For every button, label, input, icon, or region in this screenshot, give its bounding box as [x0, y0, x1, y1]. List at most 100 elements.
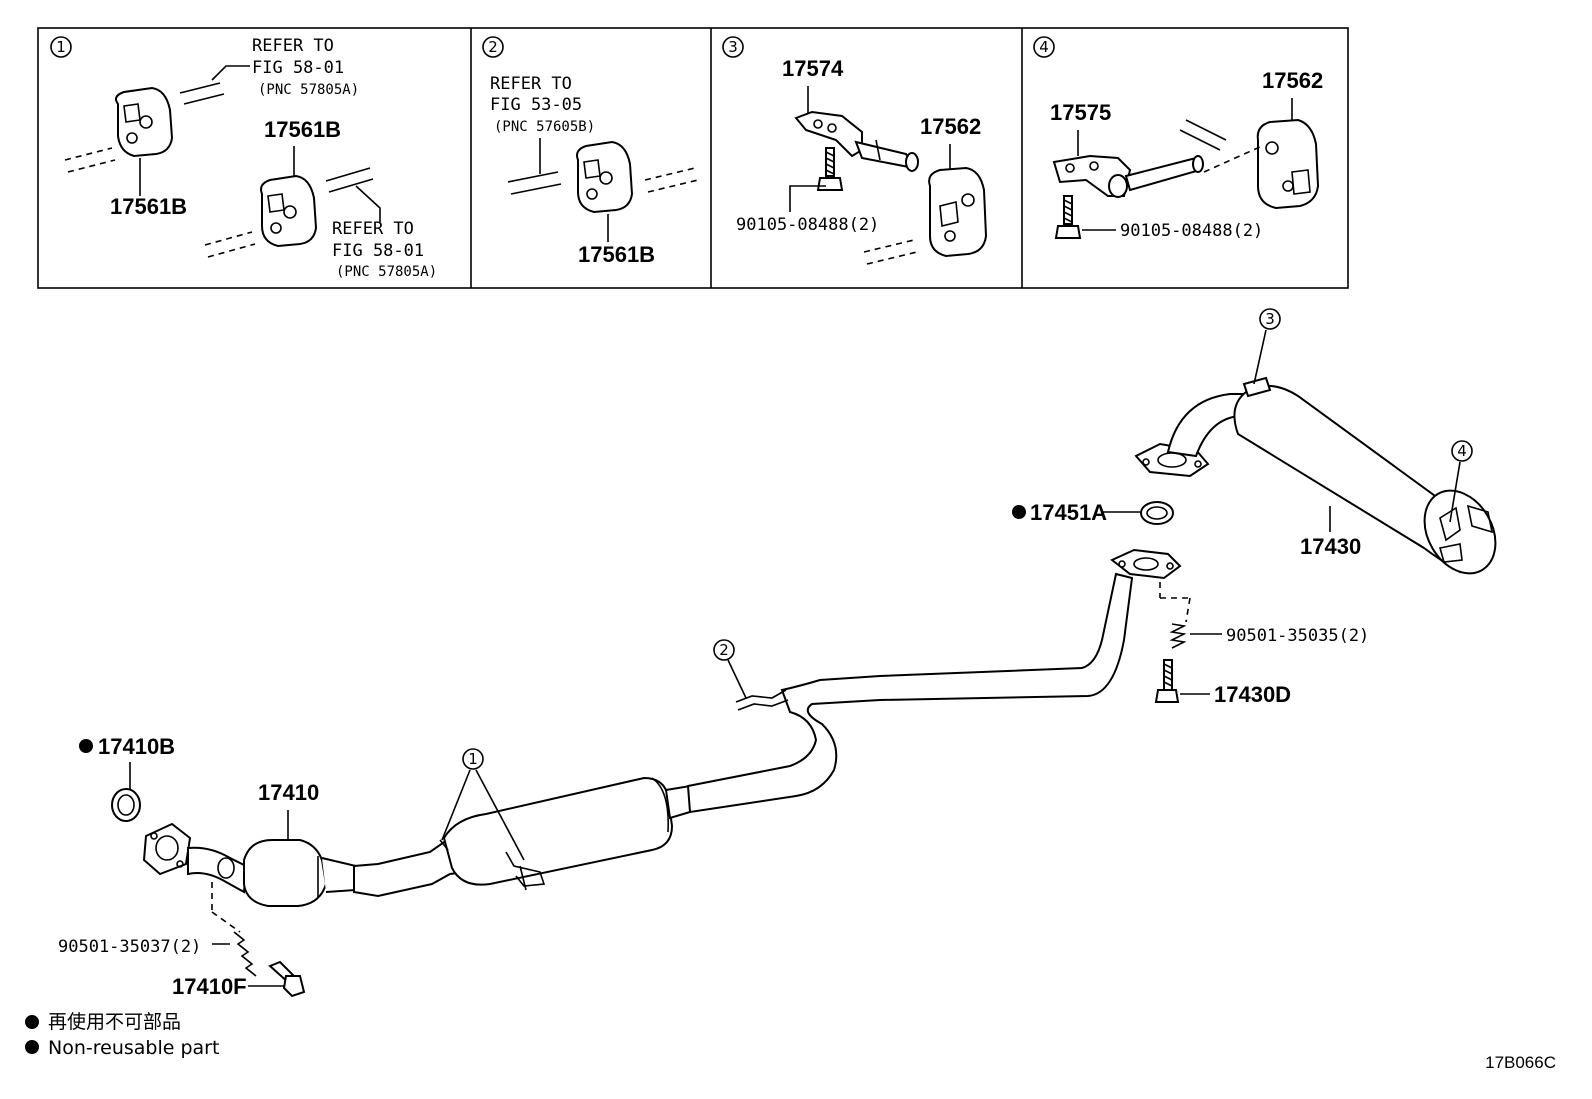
rubber-hanger-icon	[260, 174, 318, 248]
bolt-icon	[816, 147, 844, 191]
part-number: 17561B	[264, 117, 341, 142]
hanger-bracket-icon	[439, 839, 546, 891]
pipe-joint	[664, 784, 691, 820]
legend-text-en: Non-reusable part	[48, 1037, 219, 1059]
center-pipe-rear	[686, 572, 1134, 814]
refer-pnc: (PNC 57805A)	[336, 264, 437, 280]
muffler-inlet-pipe	[1166, 393, 1244, 458]
bracket-icon	[1052, 154, 1204, 198]
part-number: 17410B	[98, 734, 175, 759]
center-muffler-icon	[442, 776, 674, 886]
hanger-bracket-icon	[735, 689, 789, 711]
refer-fig: FIG 58-01	[332, 241, 424, 261]
panel-number: 2	[488, 38, 498, 56]
panel-number-circle	[722, 36, 744, 58]
refer-text: REFER TO	[252, 36, 334, 56]
callout-number: 1	[468, 750, 478, 768]
refer-pnc: (PNC 57605B)	[494, 119, 595, 135]
part-number: 17561B	[578, 242, 655, 267]
panel-number: 4	[1039, 38, 1049, 56]
part-number: 17562	[1262, 68, 1323, 93]
panel-frame	[37, 27, 1349, 289]
panel-number-circle	[1033, 36, 1055, 58]
main-assembly: 17410B 17410 90501-35037(2)	[58, 308, 1497, 999]
part-number: 90105-08488(2)	[1120, 221, 1263, 241]
callout-circle	[462, 748, 484, 770]
pipe-stub-dashed	[644, 167, 699, 193]
part-number: 90501-35035(2)	[1226, 626, 1369, 646]
detail-panels	[37, 27, 1349, 289]
leader-line	[727, 659, 747, 699]
dashed-guide	[1203, 145, 1263, 173]
panel-number: 3	[728, 38, 738, 56]
panel-number: 1	[56, 38, 66, 56]
part-number: 17561B	[110, 194, 187, 219]
callout-circle	[713, 639, 735, 661]
panel-number-circle	[482, 36, 504, 58]
refer-fig: FIG 58-01	[252, 58, 344, 78]
part-number: 90501-35037(2)	[58, 937, 201, 957]
rubber-hanger-icon	[1256, 118, 1320, 210]
panel-3: 3 17574 90105-08488(2) 17562	[722, 36, 988, 265]
refer-fig: FIG 53-05	[490, 95, 582, 115]
legend-text-jp: 再使用不可部品	[48, 1011, 181, 1033]
part-number: 17410F	[172, 974, 247, 999]
front-pipe	[187, 846, 248, 894]
panel-1: 1 REFER TO FIG 58-01 (PNC 57805A) 17561B…	[50, 36, 437, 280]
spring-icon	[1169, 623, 1187, 649]
bracket-icon	[794, 110, 919, 172]
rear-flange-icon	[1110, 548, 1182, 580]
bolt-icon	[268, 960, 306, 998]
bolt-icon	[1154, 659, 1180, 703]
leader-line	[441, 769, 471, 841]
legend: 再使用不可部品 Non-reusable part	[25, 1011, 219, 1059]
leader-line	[475, 769, 525, 861]
pipe-stub	[507, 171, 562, 195]
figure-code: 17B066C	[1485, 1053, 1556, 1072]
leader-line	[211, 65, 250, 81]
gasket-icon	[111, 788, 141, 822]
pipe-stub-dashed	[863, 239, 918, 265]
panel-number-circle	[50, 36, 72, 58]
panel-4: 4 17562 17575 90105-0	[1033, 36, 1323, 241]
leader-line	[789, 185, 826, 212]
gasket-icon	[1140, 501, 1174, 525]
main-muffler-icon	[1233, 376, 1497, 575]
rubber-hanger-icon	[115, 86, 174, 158]
non-reusable-dot	[25, 1015, 39, 1029]
non-reusable-dot	[25, 1040, 39, 1054]
part-number: 17575	[1050, 100, 1111, 125]
dashed-guide	[211, 911, 241, 933]
dashed-guide	[1185, 597, 1191, 623]
pipe-stub	[179, 82, 225, 105]
callout-circle	[1451, 440, 1473, 462]
leader-line	[1449, 461, 1461, 523]
refer-pnc: (PNC 57805A)	[258, 82, 359, 98]
rubber-hanger-icon	[576, 140, 634, 214]
part-number: 17562	[920, 114, 981, 139]
pipe-stub-dashed	[204, 231, 256, 258]
pipe-stub	[325, 167, 374, 193]
part-number: 17430D	[1214, 682, 1291, 707]
part-number: 17574	[782, 56, 844, 81]
refer-text: REFER TO	[490, 74, 572, 94]
front-flange-icon	[142, 822, 192, 876]
callout-number: 4	[1457, 442, 1467, 460]
rubber-hanger-icon	[928, 166, 988, 258]
pipe-stub	[1179, 119, 1227, 151]
leader-line	[1253, 329, 1267, 385]
pipe-joint	[217, 857, 235, 879]
callout-number: 3	[1265, 310, 1275, 328]
part-number: 90105-08488(2)	[736, 215, 879, 235]
bolt-icon	[1054, 195, 1082, 239]
non-reusable-dot	[79, 739, 93, 753]
refer-text: REFER TO	[332, 219, 414, 239]
part-number: 17430	[1300, 534, 1361, 559]
spring-icon	[233, 931, 257, 977]
pipe-stub-dashed	[64, 147, 116, 173]
non-reusable-dot	[1012, 505, 1026, 519]
callout-number: 2	[719, 641, 729, 659]
part-number: 17410	[258, 780, 319, 805]
panel-2: 2 REFER TO FIG 53-05 (PNC 57605B) 17561B	[482, 36, 699, 267]
